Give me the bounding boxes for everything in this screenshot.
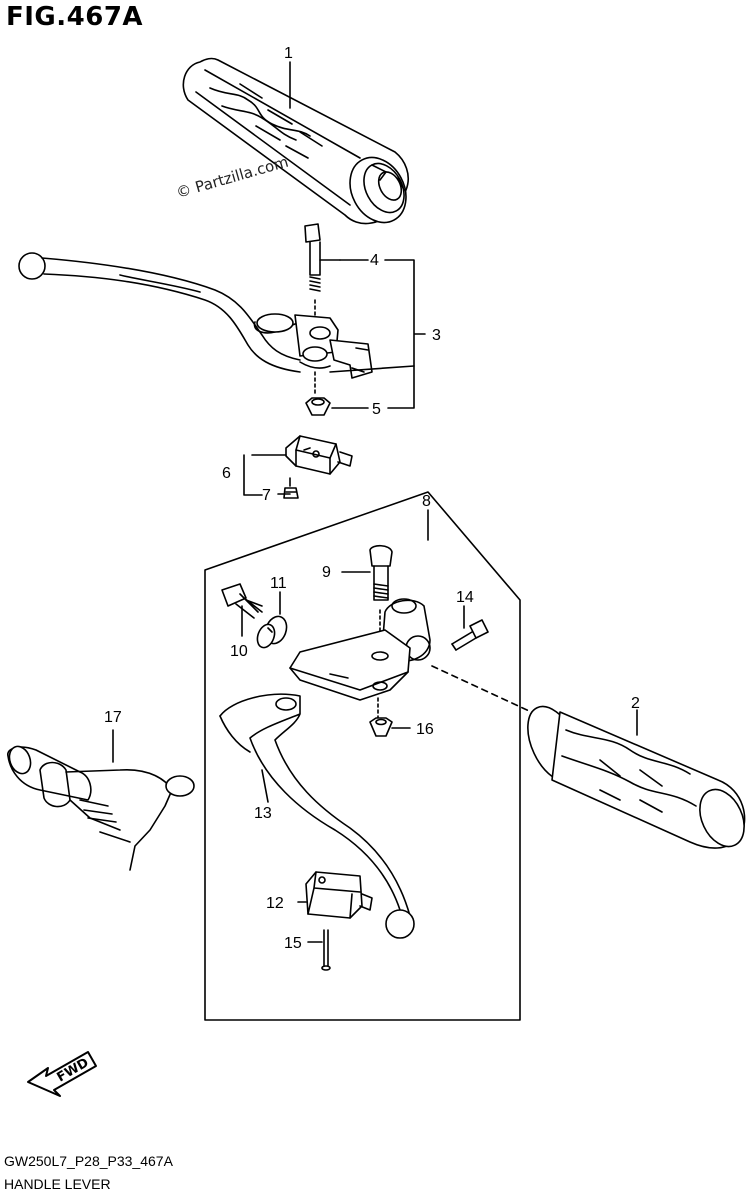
part-4-pivot-bolt: [304, 223, 321, 317]
callout-6: 6: [222, 465, 231, 482]
callout-4: 4: [370, 252, 379, 269]
callout-3: 3: [432, 327, 441, 344]
callout-12: 12: [266, 895, 284, 912]
callout-17: 17: [104, 709, 122, 726]
guide-line: [431, 665, 541, 717]
part-11-washer: [256, 615, 288, 649]
part-1-left-grip: [182, 57, 410, 225]
callout-labels: 1 2 3 4 5 6 7 8 9 10 11 12 13 14 15 16 1…: [104, 45, 640, 952]
callout-1: 1: [284, 45, 293, 62]
leader-lines: [112, 61, 638, 943]
part-5-nut: [305, 371, 331, 416]
part-6-switch: [285, 435, 353, 475]
callout-9: 9: [322, 564, 331, 581]
part-10-adjuster: [221, 583, 263, 619]
section-title: HANDLE LEVER: [4, 1176, 111, 1192]
callout-10: 10: [230, 643, 248, 660]
part-3-lever-assembly: [18, 252, 373, 379]
callout-5: 5: [372, 401, 381, 418]
figure-title: FIG.467A: [6, 2, 144, 32]
watermark: © Partzilla.com: [174, 153, 290, 202]
callout-16: 16: [416, 721, 434, 738]
lever-holder: [289, 598, 431, 701]
part-7-screw: [283, 477, 299, 499]
callout-7: 7: [262, 487, 271, 504]
part-13-lever: [219, 693, 415, 939]
callout-8: 8: [422, 493, 431, 510]
bracket-6: [243, 454, 287, 496]
part-8-boundary: [204, 491, 521, 1021]
callout-13: 13: [254, 805, 272, 822]
callout-15: 15: [284, 935, 302, 952]
diagram-code: GW250L7_P28_P33_467A: [4, 1153, 173, 1169]
callout-14: 14: [456, 589, 474, 606]
fwd-arrow-icon: FWD: [27, 1051, 97, 1097]
part-2-right-grip: [527, 705, 746, 849]
callout-11: 11: [270, 575, 287, 592]
part-14-bolt: [451, 619, 489, 651]
part-17-cable-guide: [7, 745, 195, 871]
part-12-switch: [305, 871, 373, 919]
callout-2: 2: [631, 695, 640, 712]
bracket-3: [339, 259, 426, 409]
part-15-screw: [321, 929, 331, 971]
leader-3: [329, 365, 415, 373]
part-16-nut: [369, 697, 393, 737]
